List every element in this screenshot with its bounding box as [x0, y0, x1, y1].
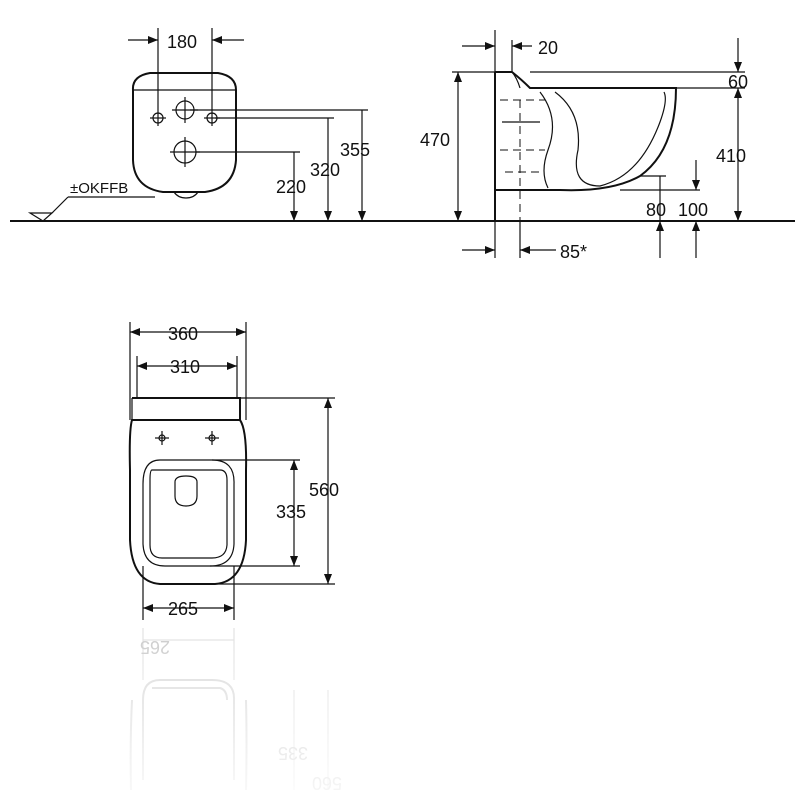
dim-100: 100 [678, 200, 708, 220]
drain-outlet-symbol [170, 137, 200, 167]
dim-470: 470 [420, 130, 450, 150]
floor-reference-marker [27, 196, 155, 222]
dim-220: 220 [276, 177, 306, 197]
top-view: 360 310 560 335 265 [128, 322, 339, 620]
side-view: 20 470 60 410 80 100 85* [420, 30, 748, 262]
dim-85: 85* [560, 242, 587, 262]
drain-hole [174, 475, 198, 507]
top-mounting-hole-left [155, 431, 169, 445]
side-view-outline [495, 71, 678, 192]
dim-560: 560 [309, 480, 339, 500]
bowl-inner [554, 91, 666, 187]
dim-355: 355 [340, 140, 370, 160]
front-view: 180 355 320 220 ±OKFFB [27, 28, 370, 222]
floor-reference-label: ±OKFFB [70, 180, 128, 197]
dim-335: 335 [276, 502, 306, 522]
dim-180: 180 [167, 32, 197, 52]
dim-265: 265 [168, 599, 198, 619]
dim-310: 310 [170, 357, 200, 377]
mounting-hole-left [150, 110, 166, 126]
front-view-outline [131, 72, 237, 193]
dim-60: 60 [728, 72, 748, 92]
dim-360: 360 [168, 324, 198, 344]
outlet-shape [173, 191, 199, 199]
dim-20: 20 [538, 38, 558, 58]
dim-320: 320 [310, 160, 340, 180]
dim-80: 80 [646, 200, 666, 220]
dim-410: 410 [716, 146, 746, 166]
reflection-fade [100, 640, 360, 800]
top-mounting-hole-right [205, 431, 219, 445]
